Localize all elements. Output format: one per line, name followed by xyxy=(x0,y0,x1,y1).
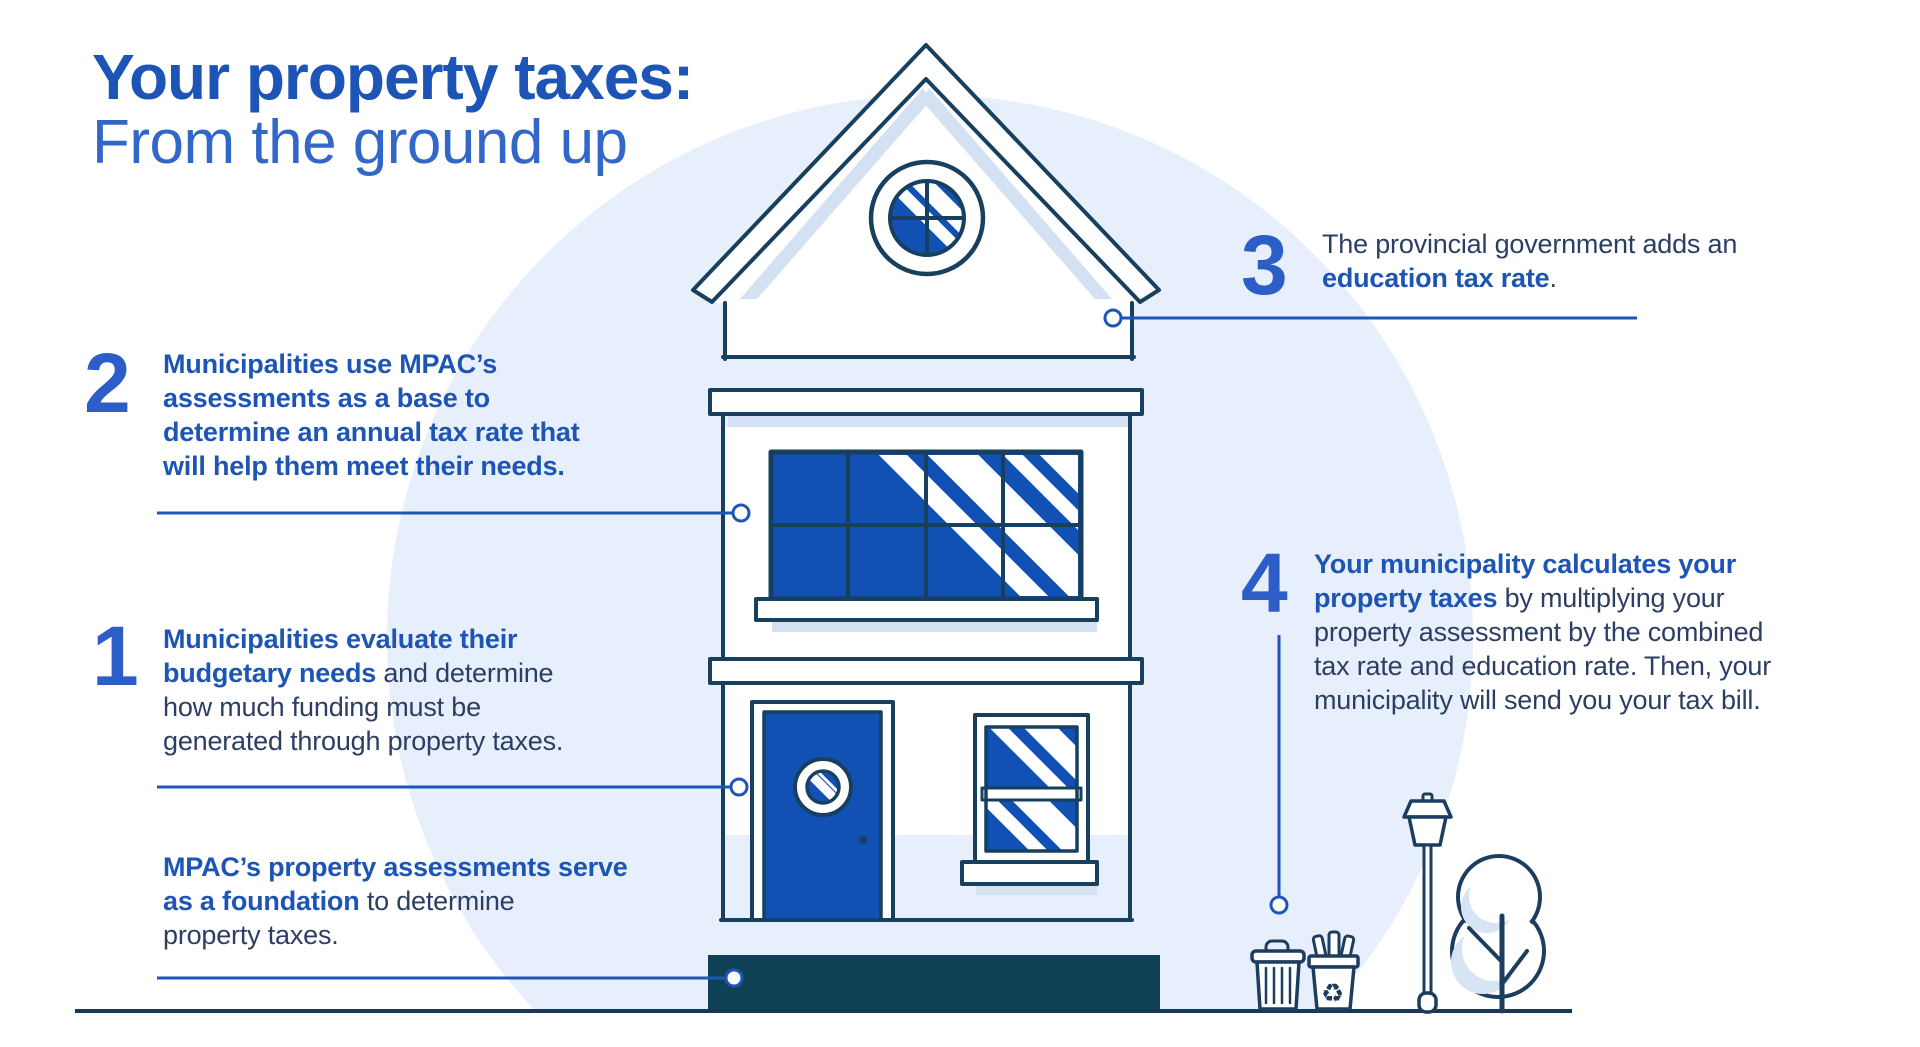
step-4-number: 4 xyxy=(1241,536,1288,630)
connector-dot-foundation xyxy=(724,968,744,988)
recycle-symbol-icon: ♻ xyxy=(1321,979,1344,1009)
below-ground-area xyxy=(0,1013,1920,1047)
house-icon xyxy=(691,43,1161,1012)
callout-connectors xyxy=(157,308,1637,988)
step-2-number: 2 xyxy=(84,336,131,430)
step-text-line: as a foundation to determine xyxy=(163,886,515,916)
attic-round-window-icon xyxy=(868,159,986,277)
step-1-number: 1 xyxy=(92,609,139,703)
foundation-note-text: MPAC’s property assessments serve as a fo… xyxy=(163,850,628,952)
title-line-2: From the ground up xyxy=(92,108,628,177)
roof-shadow-right xyxy=(922,88,1112,299)
step-3-number: 3 xyxy=(1241,218,1288,312)
step-text-line: generated through property taxes. xyxy=(163,726,564,756)
step-text-line: how much funding must be xyxy=(163,692,481,722)
step-text-line: property taxes. xyxy=(163,920,339,950)
step-text-line: Your municipality calculates your xyxy=(1314,549,1737,579)
roof-shadow-left xyxy=(740,88,930,299)
connector-dot-step-4 xyxy=(1269,895,1289,915)
roof xyxy=(691,43,1161,304)
door-handle xyxy=(859,836,867,844)
step-text-line: budgetary needs and determine xyxy=(163,658,554,688)
step-text-line: education tax rate. xyxy=(1322,263,1557,293)
middle-window-icon xyxy=(754,449,1099,632)
street-lamp-icon xyxy=(1402,792,1453,1014)
title-line-1: Your property taxes: xyxy=(92,41,694,113)
step-text-line: The provincial government adds an xyxy=(1322,229,1738,259)
connector-dot-step-2 xyxy=(731,503,751,523)
tree-icon xyxy=(1450,854,1546,1014)
floor-band-lower xyxy=(708,657,1144,685)
connector-dot-step-1 xyxy=(729,777,749,797)
step-3-text: The provincial government adds an educati… xyxy=(1322,227,1737,295)
front-door-icon xyxy=(750,700,895,922)
recycling-bin-icon: ♻ xyxy=(1307,930,1360,1011)
step-text-line: tax rate and education rate. Then, your xyxy=(1314,651,1772,681)
step-2-text: Municipalities use MPAC’s assessments as … xyxy=(163,347,580,483)
step-1-text: Municipalities evaluate their budgetary n… xyxy=(163,622,563,758)
page-title: Your property taxes: From the ground up xyxy=(92,41,694,177)
step-text-line: property assessment by the combined xyxy=(1314,617,1764,647)
step-text-line: MPAC’s property assessments serve xyxy=(163,852,628,882)
ground-floor-window-icon xyxy=(960,713,1099,895)
trash-can-icon xyxy=(1250,939,1306,1011)
step-text-line: determine an annual tax rate that xyxy=(163,417,580,447)
step-text-line: property taxes by multiplying your xyxy=(1314,583,1725,613)
step-text-line: Municipalities use MPAC’s xyxy=(163,349,498,379)
step-4-text: Your municipality calculates your propert… xyxy=(1314,547,1771,717)
connector-dot-step-3 xyxy=(1103,308,1123,328)
attic-wall xyxy=(725,302,1132,357)
step-text-line: municipality will send you your tax bill… xyxy=(1314,685,1761,715)
step-text-line: will help them meet their needs. xyxy=(163,451,565,481)
house-foundation xyxy=(708,955,1160,1012)
street-furniture: ♻ xyxy=(1250,792,1546,1014)
floor-band-upper xyxy=(708,388,1144,416)
step-text-line: Municipalities evaluate their xyxy=(163,624,518,654)
step-text-line: assessments as a base to xyxy=(163,383,490,413)
